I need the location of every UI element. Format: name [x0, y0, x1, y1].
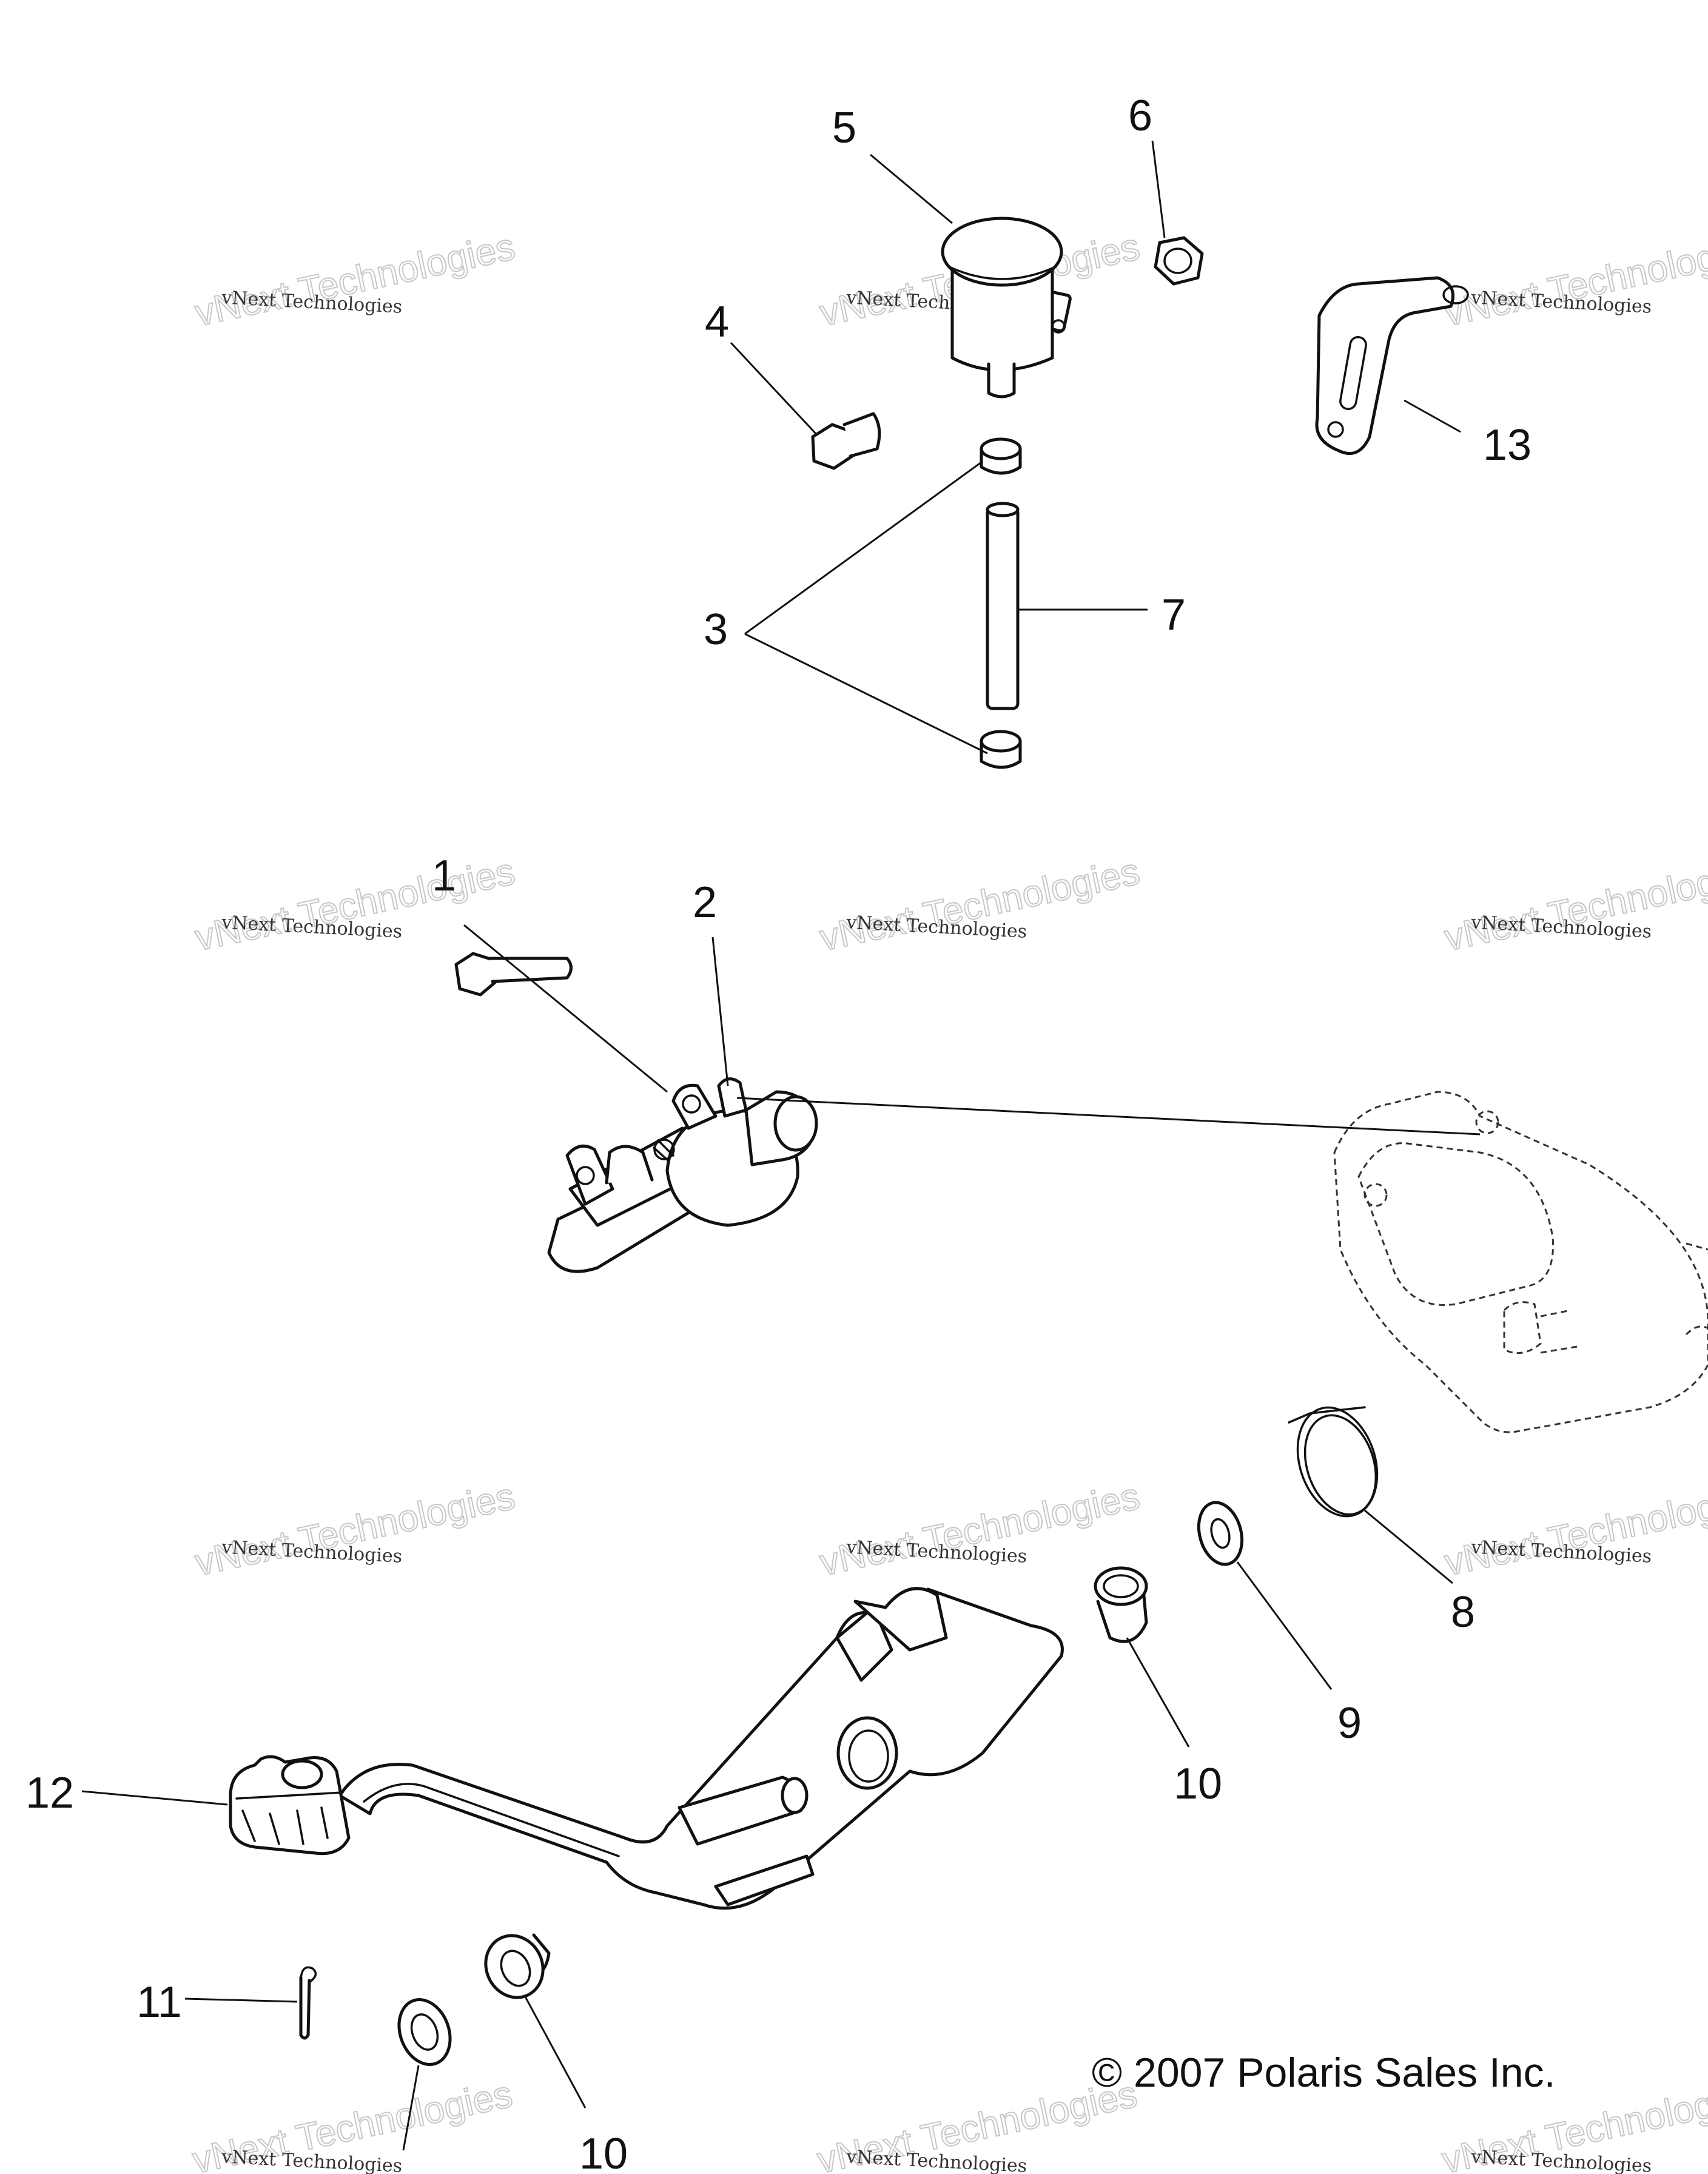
watermark: vNext Technologies vNext Technologies	[1441, 1475, 1708, 1584]
callout-10-upper: 10	[1174, 1760, 1222, 1808]
watermark: vNext Technologies vNext Technologies	[189, 2073, 517, 2174]
frame-reference-outline	[1333, 1091, 1708, 1433]
watermark-outline: vNext Technologies	[1441, 226, 1708, 334]
copyright-notice: © 2007 Polaris Sales Inc.	[1092, 2050, 1556, 2096]
callout-13: 13	[1483, 421, 1531, 469]
watermark: vNext Technologies vNext Technologies	[191, 225, 519, 335]
callout-labels: 1 2 3 4 5 6 7 8 9 10 10 11 12 13	[25, 92, 1531, 2174]
callout-11: 11	[136, 1978, 182, 2027]
washer-part-9	[1197, 1501, 1243, 1566]
master-cylinder-part-2	[547, 1077, 818, 1273]
leader-lines	[81, 140, 1481, 2151]
bushing-part-10-upper	[1094, 1566, 1148, 1643]
callout-8: 8	[1451, 1588, 1475, 1637]
brake-pedal-part-12	[229, 1587, 1064, 1910]
watermark: vNext Technologies vNext Technologies	[1441, 850, 1708, 960]
watermark-outline: vNext Technologies	[816, 1475, 1143, 1584]
fitting-bottom-part-3	[980, 730, 1022, 769]
callout-4: 4	[705, 298, 729, 346]
watermark-outline: vNext Technologies	[192, 850, 519, 959]
watermark-outline: vNext Technologies	[1441, 850, 1708, 959]
callout-12: 12	[25, 1769, 74, 1817]
watermark: vNext Technologies vNext Technologies	[191, 850, 519, 960]
reservoir-part-5	[941, 217, 1072, 399]
cotter-pin-part-11	[299, 1966, 317, 2040]
watermarks: vNext Technologies vNext Technologies vN…	[189, 225, 1708, 2174]
hose-part-7	[986, 502, 1020, 710]
callout-10-lower: 10	[579, 2130, 628, 2174]
callout-5: 5	[832, 104, 856, 152]
spring-part-8	[1288, 1406, 1379, 1518]
bushing-part-10-lower	[484, 1933, 551, 1999]
callout-9: 9	[1337, 1699, 1362, 1748]
callout-2: 2	[693, 878, 717, 927]
callout-3: 3	[704, 605, 728, 654]
watermark: vNext Technologies vNext Technologies	[816, 850, 1144, 960]
watermark: vNext Technologies vNext Technologies	[191, 1475, 519, 1584]
callout-1: 1	[432, 852, 456, 900]
watermark-outline: vNext Technologies	[192, 1475, 519, 1584]
watermark: vNext Technologies vNext Technologies	[816, 1475, 1144, 1584]
bolt-part-1	[454, 952, 573, 997]
callout-7: 7	[1162, 591, 1186, 639]
bracket-part-13	[1315, 276, 1469, 456]
watermark-outline: vNext Technologies	[192, 226, 519, 334]
nut-part-6	[1154, 236, 1204, 286]
watermark-outline: vNext Technologies	[1441, 1475, 1708, 1584]
bolt-part-4	[811, 412, 881, 470]
watermark: vNext Technologies vNext Technologies	[1441, 225, 1708, 335]
callout-6: 6	[1128, 92, 1152, 140]
washer-part-9-lower	[397, 1998, 452, 2066]
watermark-outline: vNext Technologies	[816, 850, 1143, 959]
fitting-top-part-3	[980, 437, 1022, 475]
